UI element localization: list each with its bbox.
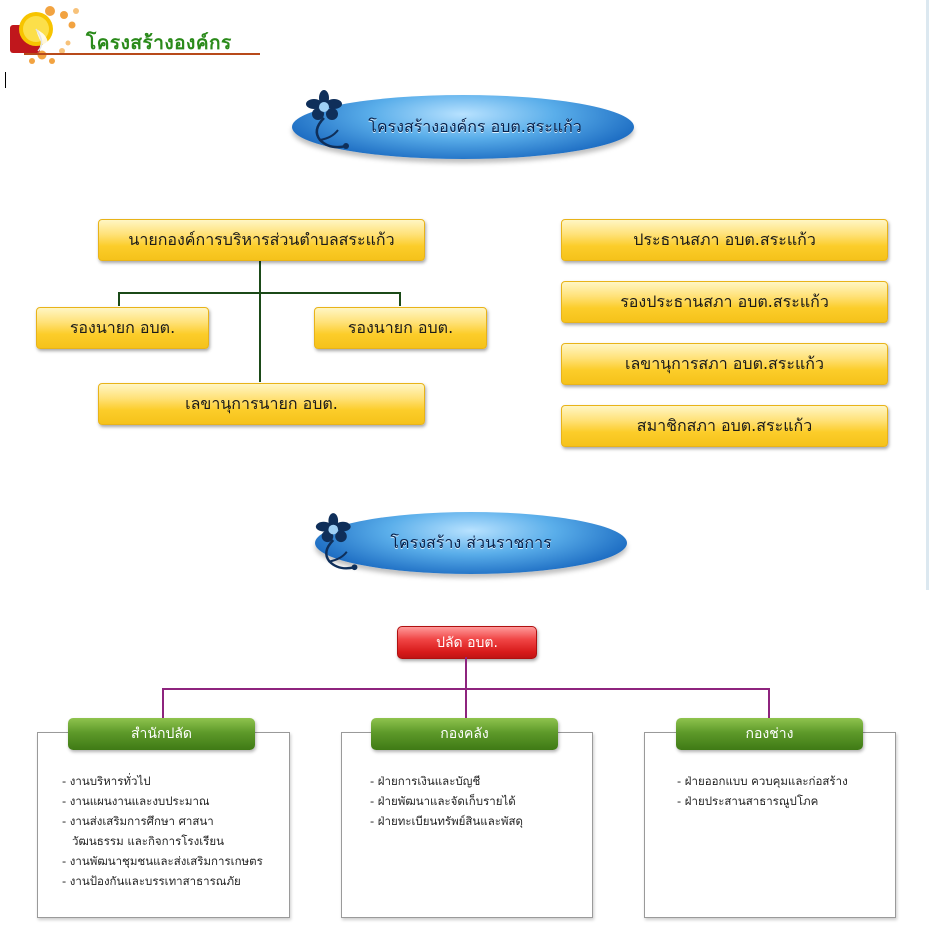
permanent-secretary-box: ปลัด อบต. xyxy=(397,626,537,659)
page-title: โครงสร้างองค์กร xyxy=(86,32,232,54)
department-panel-finance: - ฝ่ายการเงินและบัญชี - ฝ่ายพัฒนาและจัดเ… xyxy=(341,732,593,918)
connector-line xyxy=(118,292,120,306)
connector-line xyxy=(118,292,401,294)
chief-executive-box: นายกองค์การบริหารส่วนตำบลสระแก้ว xyxy=(98,219,425,261)
list-item: - ฝ่ายออกแบบ ควบคุมและก่อสร้าง xyxy=(677,774,848,788)
deputy-right-box: รองนายก อบต. xyxy=(314,307,487,349)
connector-line xyxy=(768,688,770,719)
list-item: - งานแผนงานและงบประมาณ xyxy=(62,794,210,808)
connector-line xyxy=(162,688,164,719)
department-tab-office: สำนักปลัด xyxy=(68,718,255,750)
flower-ornament-icon xyxy=(306,90,349,149)
flower-logo-icon xyxy=(10,6,79,64)
council-vice-president-box: รองประธานสภา อบต.สระแก้ว xyxy=(561,281,888,323)
council-members-box: สมาชิกสภา อบต.สระแก้ว xyxy=(561,405,888,447)
list-item: วัฒนธรรม และกิจการโรงเรียน xyxy=(72,834,224,848)
title-underline xyxy=(24,53,260,55)
flower-ornament-icon xyxy=(315,513,358,571)
list-item: - ฝ่ายการเงินและบัญชี xyxy=(370,774,481,788)
list-item: - ฝ่ายประสานสาธารณูปโภค xyxy=(677,794,819,808)
department-panel-office: - งานบริหารทั่วไป - งานแผนงานและงบประมาณ… xyxy=(37,732,290,918)
connector-line xyxy=(259,258,261,382)
connector-line xyxy=(162,688,770,690)
department-task-list: - งานบริหารทั่วไป - งานแผนงานและงบประมาณ… xyxy=(62,771,263,891)
executive-secretary-box: เลขานุการนายก อบต. xyxy=(98,383,425,425)
org-structure-banner: โครงสร้างองค์กร อบต.สระแก้ว xyxy=(292,90,634,159)
department-task-list: - ฝ่ายการเงินและบัญชี - ฝ่ายพัฒนาและจัดเ… xyxy=(370,771,523,831)
government-section-banner: โครงสร้าง ส่วนราชการ xyxy=(315,512,627,574)
department-task-list: - ฝ่ายออกแบบ ควบคุมและก่อสร้าง - ฝ่ายประ… xyxy=(677,771,848,811)
list-item: - งานบริหารทั่วไป xyxy=(62,774,151,788)
text-cursor xyxy=(5,72,6,88)
department-tab-finance: กองคลัง xyxy=(371,718,558,750)
department-tab-engineering: กองช่าง xyxy=(676,718,863,750)
council-secretary-box: เลขานุการสภา อบต.สระแก้ว xyxy=(561,343,888,385)
list-item: - งานส่งเสริมการศึกษา ศาสนา xyxy=(62,814,214,828)
list-item: - งานป้องกันและบรรเทาสาธารณภัย xyxy=(62,874,241,888)
banner-title: โครงสร้าง ส่วนราชการ xyxy=(390,532,552,552)
council-president-box: ประธานสภา อบต.สระแก้ว xyxy=(561,219,888,261)
banner-ellipse xyxy=(315,512,627,574)
list-item: - ฝ่ายพัฒนาและจัดเก็บรายได้ xyxy=(370,794,516,808)
page-edge-divider xyxy=(926,0,929,590)
banner-ellipse xyxy=(292,95,634,159)
page-header: โครงสร้างองค์กร xyxy=(0,0,265,64)
list-item: - งานพัฒนาชุมชนและส่งเสริมการเกษตร xyxy=(62,854,263,868)
banner-title: โครงสร้างองค์กร อบต.สระแก้ว xyxy=(368,116,582,136)
list-item: - ฝ่ายทะเบียนทรัพย์สินและพัสดุ xyxy=(370,814,523,828)
department-panel-engineering: - ฝ่ายออกแบบ ควบคุมและก่อสร้าง - ฝ่ายประ… xyxy=(644,732,896,918)
deputy-left-box: รองนายก อบต. xyxy=(36,307,209,349)
connector-line xyxy=(399,292,401,306)
